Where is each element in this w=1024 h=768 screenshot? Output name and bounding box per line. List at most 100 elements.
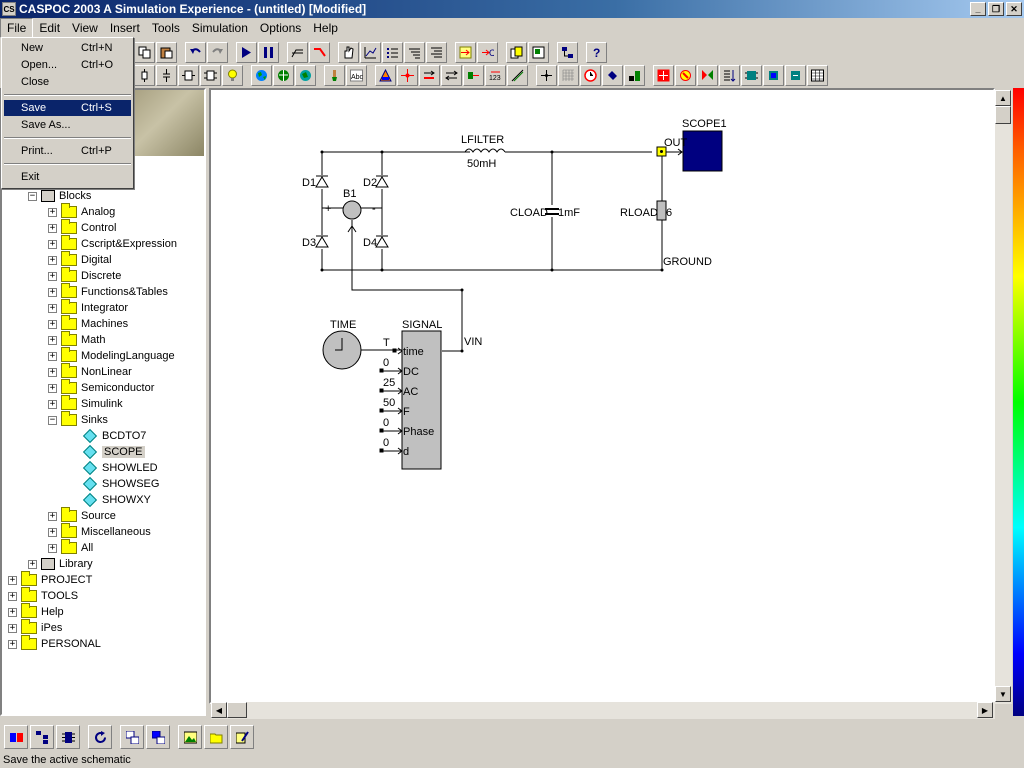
run-icon[interactable] <box>236 41 257 63</box>
transformer-icon[interactable] <box>200 64 221 86</box>
crosshair-icon[interactable] <box>536 64 557 86</box>
expand-icon[interactable]: + <box>8 622 17 633</box>
inductor-lfilter[interactable] <box>464 148 506 153</box>
tree-folder[interactable]: +ModelingLanguage <box>48 347 175 364</box>
signal-block[interactable] <box>401 330 442 470</box>
split-view-icon[interactable] <box>4 725 28 749</box>
library-tree[interactable]: − Blocks +Analog+Control+Cscript&Express… <box>0 88 206 716</box>
menu-item-close[interactable]: Close <box>4 74 131 90</box>
diode-d4[interactable] <box>375 235 389 249</box>
resistor-icon[interactable] <box>134 64 155 86</box>
switch-block-icon[interactable] <box>178 64 199 86</box>
resistor-rload[interactable] <box>656 200 667 221</box>
connect-icon[interactable] <box>309 41 330 63</box>
chip-view-icon[interactable] <box>56 725 80 749</box>
schematic-canvas[interactable]: LFILTER 50mH SCOPE1 OUT D1 D2 D3 D4 B1 +… <box>209 88 995 704</box>
menu-file[interactable]: File <box>0 18 34 38</box>
capacitor-icon[interactable] <box>156 64 177 86</box>
expand-icon[interactable]: + <box>8 638 17 649</box>
menu-tools[interactable]: Tools <box>151 21 180 35</box>
expand-icon[interactable]: + <box>48 334 57 345</box>
panel-splitter[interactable] <box>206 88 210 716</box>
capacitor-cload[interactable] <box>545 208 559 215</box>
input-arrow-icon[interactable] <box>455 41 476 63</box>
move-icon[interactable] <box>653 64 674 86</box>
expand-icon[interactable]: + <box>8 590 17 601</box>
menu-simulation[interactable]: Simulation <box>191 21 248 35</box>
globe-icon[interactable] <box>251 64 272 86</box>
menu-help[interactable]: Help <box>313 21 338 35</box>
chip-icon[interactable] <box>741 64 762 86</box>
restore-button[interactable]: ❐ <box>988 2 1004 16</box>
expand-icon[interactable]: + <box>8 574 17 585</box>
tree-folder[interactable]: +Miscellaneous <box>48 523 151 540</box>
light-bulb-icon[interactable] <box>222 64 243 86</box>
tree-folder[interactable]: +Control <box>48 219 116 236</box>
diagonal-wire-icon[interactable] <box>507 64 528 86</box>
hierarchy-icon[interactable] <box>557 41 578 63</box>
bar-level-icon[interactable] <box>624 64 645 86</box>
tree-folder[interactable]: +Discrete <box>48 267 121 284</box>
expand-icon[interactable]: + <box>48 286 57 297</box>
expand-icon[interactable]: + <box>48 302 57 313</box>
window-cascade-icon[interactable] <box>146 725 170 749</box>
menu-item-exit[interactable]: Exit <box>4 169 131 185</box>
minimize-button[interactable]: _ <box>970 2 986 16</box>
title-bar[interactable]: CS CASPOC 2003 A Simulation Experience -… <box>0 0 1024 18</box>
copy-icon[interactable] <box>134 41 155 63</box>
tree-root-folder[interactable]: +TOOLS <box>8 587 78 604</box>
horizontal-scroll-thumb[interactable] <box>227 702 247 718</box>
tree-root-folder[interactable]: +Help <box>8 603 64 620</box>
paste-icon[interactable] <box>156 41 177 63</box>
tree-block-item[interactable]: SCOPE <box>82 444 145 460</box>
menu-item-open[interactable]: Open...Ctrl+O <box>4 57 131 73</box>
menu-item-save-as[interactable]: Save As... <box>4 117 131 133</box>
tree-root-folder[interactable]: +PROJECT <box>8 571 92 588</box>
tree-root-folder[interactable]: +iPes <box>8 619 62 636</box>
scroll-up-icon[interactable]: ▲ <box>995 90 1011 106</box>
block-connector-icon[interactable] <box>463 64 484 86</box>
expand-icon[interactable]: + <box>48 254 57 265</box>
chip-2-icon[interactable] <box>763 64 784 86</box>
edit-script-icon[interactable] <box>230 725 254 749</box>
arrow-line-icon[interactable] <box>419 64 440 86</box>
tree-folder[interactable]: +Digital <box>48 251 112 268</box>
grid-icon[interactable] <box>558 64 579 86</box>
tree-folder[interactable]: +Simulink <box>48 395 123 412</box>
collapse-icon[interactable]: − <box>48 414 57 425</box>
help-icon[interactable]: ? <box>586 41 607 63</box>
scope-block[interactable] <box>682 130 723 172</box>
app-icon[interactable]: CS <box>2 2 16 16</box>
list-indent-icon[interactable] <box>426 41 447 63</box>
rotate-icon[interactable] <box>675 64 696 86</box>
globe-network-icon[interactable] <box>273 64 294 86</box>
refresh-icon[interactable] <box>88 725 112 749</box>
tree-folder[interactable]: +Integrator <box>48 299 128 316</box>
hand-icon[interactable] <box>338 41 359 63</box>
expand-icon[interactable]: + <box>48 222 57 233</box>
redo-icon[interactable] <box>207 41 228 63</box>
expand-icon[interactable]: + <box>48 270 57 281</box>
scroll-left-icon[interactable]: ◀ <box>211 702 227 718</box>
horizontal-scrollbar[interactable]: ◀ ▶ <box>211 702 995 719</box>
expand-icon[interactable]: + <box>48 238 57 249</box>
menu-item-print[interactable]: Print...Ctrl+P <box>4 143 131 159</box>
color-palette-icon[interactable] <box>375 64 396 86</box>
output-connector-icon[interactable]: C <box>477 41 498 63</box>
tree-block-item[interactable]: SHOWSEG <box>82 476 159 492</box>
image-view-icon[interactable] <box>178 725 202 749</box>
scroll-down-icon[interactable]: ▼ <box>995 686 1011 702</box>
vertical-scrollbar[interactable]: ▲ ▼ <box>995 90 1012 704</box>
expand-icon[interactable]: + <box>48 382 57 393</box>
collapse-icon[interactable]: − <box>28 190 37 201</box>
window-tile-icon[interactable] <box>120 725 144 749</box>
globe-world-icon[interactable] <box>295 64 316 86</box>
diode-d3[interactable] <box>315 235 329 249</box>
double-arrow-icon[interactable] <box>441 64 462 86</box>
expand-icon[interactable]: + <box>48 318 57 329</box>
expand-icon[interactable]: + <box>48 366 57 377</box>
sort-icon[interactable] <box>719 64 740 86</box>
expand-icon[interactable]: + <box>48 510 57 521</box>
tree-folder[interactable]: −Sinks <box>48 411 108 428</box>
